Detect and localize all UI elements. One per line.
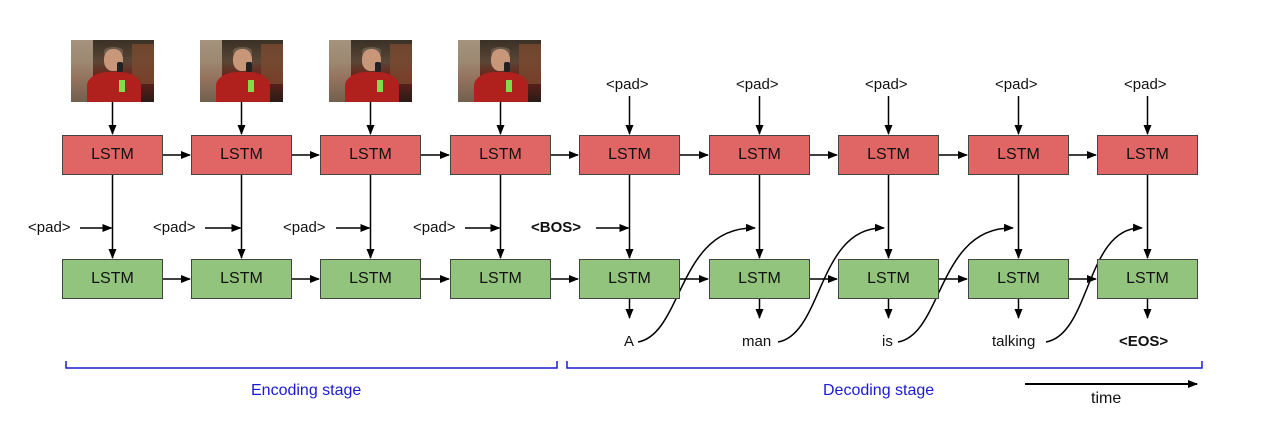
- output-word-4: talking: [992, 333, 1036, 350]
- pad-token-top-6: <pad>: [736, 76, 779, 93]
- bos-token: <BOS>: [531, 219, 582, 236]
- feedback-curve-1: [637, 223, 756, 343]
- top-lstm-8: LSTM: [968, 135, 1069, 175]
- bottom-lstm-5: LSTM: [579, 259, 680, 299]
- bottom-lstm-2: LSTM: [191, 259, 292, 299]
- video-frame-4: [458, 40, 541, 102]
- top-lstm-2: LSTM: [191, 135, 292, 175]
- time-label: time: [1091, 390, 1122, 407]
- output-word-2: man: [742, 333, 772, 350]
- eos-token: <EOS>: [1119, 333, 1169, 350]
- pad-token-side-2: <pad>: [153, 219, 196, 236]
- bottom-lstm-3: LSTM: [320, 259, 421, 299]
- encoding-stage-label: Encoding stage: [251, 382, 362, 399]
- output-word-3: is: [882, 333, 893, 350]
- video-frame-1: [71, 40, 154, 102]
- bottom-lstm-6: LSTM: [709, 259, 810, 299]
- top-lstm-3: LSTM: [320, 135, 421, 175]
- pad-token-side-3: <pad>: [283, 219, 326, 236]
- decoding-stage-brace: [566, 361, 1203, 369]
- top-lstm-4: LSTM: [450, 135, 551, 175]
- pad-token-top-8: <pad>: [995, 76, 1038, 93]
- bottom-lstm-4: LSTM: [450, 259, 551, 299]
- feedback-curve-4: [1045, 223, 1143, 343]
- feedback-curve-3: [897, 223, 1014, 343]
- bottom-lstm-7: LSTM: [838, 259, 939, 299]
- decoding-stage-label: Decoding stage: [823, 382, 935, 399]
- pad-token-top-9: <pad>: [1124, 76, 1167, 93]
- pad-token-top-7: <pad>: [865, 76, 908, 93]
- pad-token-top-5: <pad>: [606, 76, 649, 93]
- top-lstm-7: LSTM: [838, 135, 939, 175]
- top-lstm-1: LSTM: [62, 135, 163, 175]
- video-frame-3: [329, 40, 412, 102]
- feedback-curve-2: [777, 223, 885, 343]
- top-lstm-9: LSTM: [1097, 135, 1198, 175]
- top-lstm-5: LSTM: [579, 135, 680, 175]
- output-word-1: A: [624, 333, 635, 350]
- pad-token-side-1: <pad>: [28, 219, 71, 236]
- pad-token-side-4: <pad>: [413, 219, 456, 236]
- bottom-lstm-8: LSTM: [968, 259, 1069, 299]
- video-frame-2: [200, 40, 283, 102]
- encoding-stage-brace: [65, 361, 558, 369]
- bottom-lstm-9: LSTM: [1097, 259, 1198, 299]
- top-lstm-6: LSTM: [709, 135, 810, 175]
- bottom-lstm-1: LSTM: [62, 259, 163, 299]
